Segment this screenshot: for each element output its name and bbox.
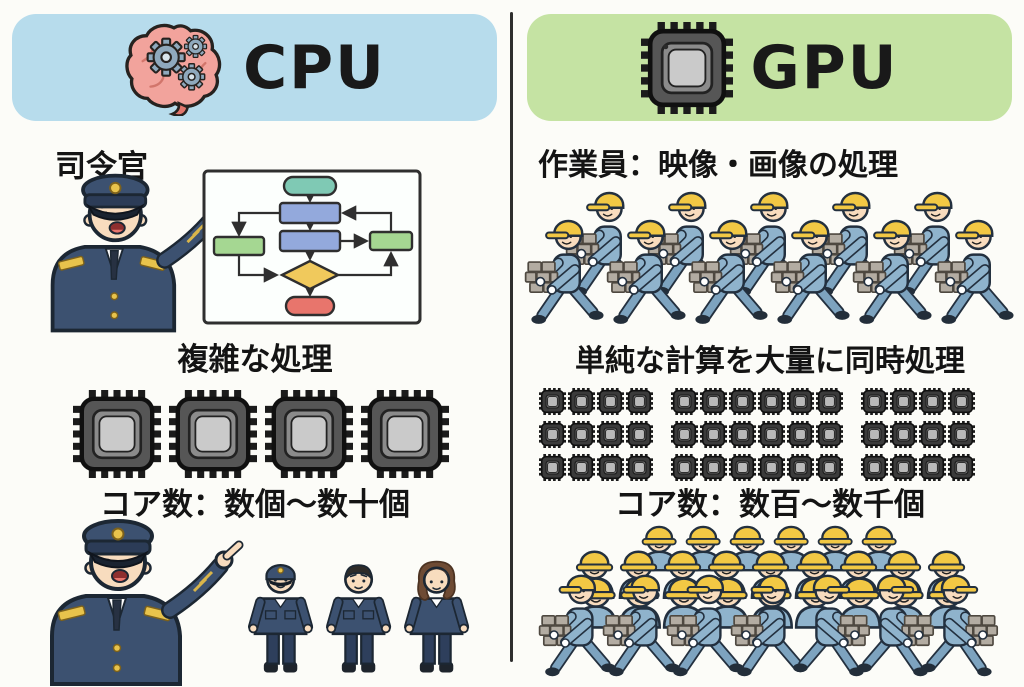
gpu-worker-crowd-illustration [530, 525, 1010, 687]
flowchart-decision-node [279, 259, 341, 291]
gpu-core-chip-icon [625, 388, 654, 416]
gpu-core-chip-icon [670, 453, 699, 482]
gpu-core-chip-icon [947, 453, 976, 482]
gpu-core-chip-icon [567, 388, 596, 416]
flowchart-start-node [282, 175, 338, 197]
cpu-header: CPU [12, 14, 497, 121]
chip-icon [641, 22, 733, 114]
gpu-core-chip-icon [699, 453, 728, 482]
gpu-core-chip-icon [596, 420, 625, 449]
gpu-core-chip-icon [728, 453, 757, 482]
cpu-core-chip-icon [361, 390, 449, 478]
cpu-core-chip-icon [169, 390, 257, 478]
gpu-core-chip-icon [860, 420, 889, 449]
flowchart-end-node [284, 295, 336, 317]
cpu-processing-label: 複雑な処理 [177, 342, 333, 378]
gpu-core-chip-icon [889, 420, 918, 449]
gpu-core-chip-icon [699, 388, 728, 416]
gpu-core-chip-icon [815, 420, 844, 449]
gpu-core-chip-icon [625, 453, 654, 482]
gpu-core-chip-icon [699, 420, 728, 449]
flowchart-process-node [278, 229, 342, 253]
cpu-core-chips-row [65, 388, 455, 480]
gpu-core-chip-icon [815, 388, 844, 416]
gpu-core-chip-icon [757, 420, 786, 449]
gpu-core-chip-icon [918, 420, 947, 449]
gpu-processing-label: 単純な計算を大量に同時処理 [575, 344, 965, 379]
cpu-cores-label: コア数：数個〜数十個 [100, 487, 410, 523]
gpu-core-chip-icon [757, 453, 786, 482]
gpu-core-chip-icon [786, 420, 815, 449]
gpu-core-chip-icon [728, 420, 757, 449]
cpu-core-chip-icon [73, 390, 161, 478]
gpu-core-chip-icon [670, 388, 699, 416]
gpu-core-chip-icon [815, 453, 844, 482]
gpu-core-chip-icon [918, 388, 947, 416]
gpu-core-chip-icon [889, 388, 918, 416]
gpu-header: GPU [527, 14, 1012, 121]
gpu-core-chip-icon [670, 420, 699, 449]
gpu-core-chip-icon [596, 388, 625, 416]
cpu-core-chip-icon [265, 390, 353, 478]
gpu-core-chip-icon [625, 420, 654, 449]
column-divider [510, 12, 513, 662]
gpu-core-chip-icon [786, 388, 815, 416]
commander-pointing-figure [52, 521, 239, 684]
gpu-core-chip-icon [728, 388, 757, 416]
gpu-core-chips-grid [538, 388, 976, 482]
gpu-core-chip-icon [757, 388, 786, 416]
brain-with-gears-icon [123, 20, 225, 116]
gpu-core-chip-icon [538, 420, 567, 449]
gpu-core-chip-icon [860, 453, 889, 482]
gpu-core-chip-icon [918, 453, 947, 482]
gpu-core-chip-icon [860, 388, 889, 416]
gpu-core-chip-icon [567, 453, 596, 482]
flowchart-branch-node [368, 230, 414, 252]
gpu-title: GPU [750, 32, 899, 103]
gpu-core-chip-icon [538, 453, 567, 482]
staff-member-man [327, 565, 389, 672]
cpu-commander-team-illustration [24, 518, 484, 686]
staff-member-woman [405, 562, 467, 673]
gpu-core-chip-icon [947, 420, 976, 449]
gpu-core-chip-icon [567, 420, 596, 449]
flowchart-branch-node [212, 235, 266, 257]
gpu-core-chip-icon [947, 388, 976, 416]
gpu-core-chip-icon [889, 453, 918, 482]
gpu-workers-row-illustration [522, 184, 1020, 334]
gpu-core-chip-icon [538, 388, 567, 416]
staff-member-with-cap [249, 565, 311, 672]
flowchart-board [202, 169, 422, 325]
flowchart-process-node [278, 201, 342, 225]
gpu-core-chip-icon [596, 453, 625, 482]
gpu-core-chip-icon [786, 453, 815, 482]
cpu-commander-flowchart-illustration [28, 165, 422, 340]
gpu-role-label: 作業員：映像・画像の処理 [538, 148, 898, 183]
cpu-title: CPU [243, 32, 386, 103]
gpu-cores-label: コア数：数百〜数千個 [615, 487, 925, 523]
